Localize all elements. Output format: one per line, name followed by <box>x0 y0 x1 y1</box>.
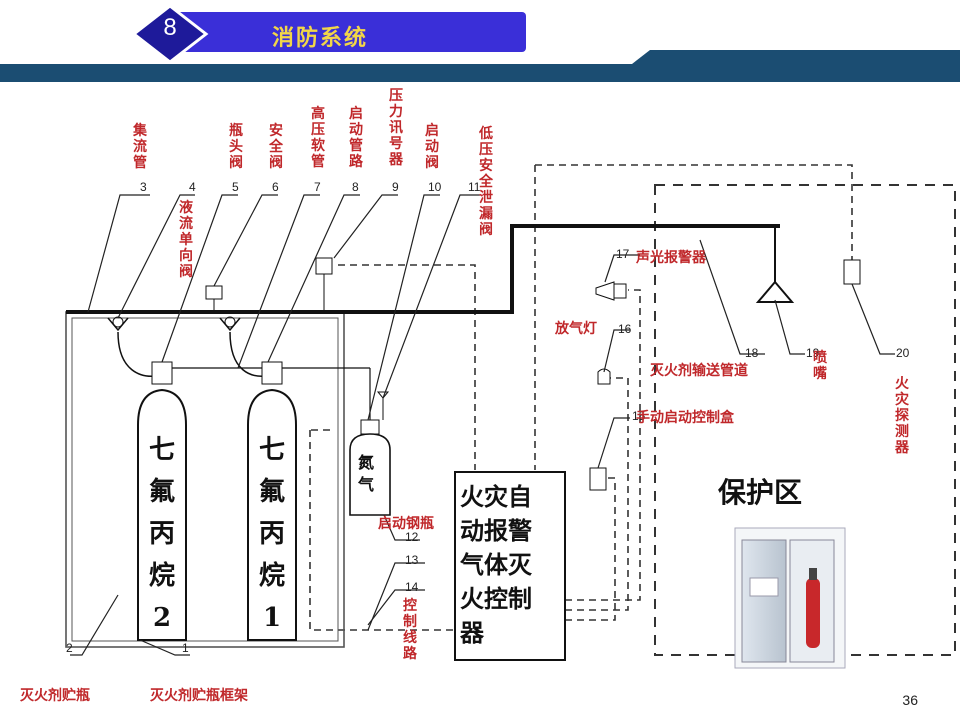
alarm-wiring-3 <box>565 477 616 621</box>
section-diamond <box>131 4 209 64</box>
agent-bottle-1 <box>247 361 297 641</box>
audible-visual-alarm <box>595 281 615 301</box>
callout-num-3: 3 <box>140 180 147 194</box>
pressure-switch <box>315 257 333 275</box>
label-high-pressure-hose: 高压软管 <box>311 105 326 170</box>
label-nozzle: 喷嘴 <box>813 349 827 382</box>
alarm-wiring-1 <box>565 289 641 601</box>
callout-num-12: 12 <box>405 530 419 544</box>
label-alarm: 声光报警器 <box>635 249 707 266</box>
callout-num-17: 17 <box>616 247 630 261</box>
label-start-valve: 启动阀 <box>425 122 439 171</box>
label-safety-valve: 安全阀 <box>268 122 284 171</box>
leader-lines <box>70 194 895 656</box>
callout-num-11: 11 <box>468 180 481 194</box>
label-pressure-switch: 压力讯号器 <box>388 88 404 168</box>
section-number: 8 <box>163 14 177 41</box>
label-discharge-lamp: 放气灯 <box>554 320 597 337</box>
label-start-cylinder: 启动钢瓶 <box>378 515 434 532</box>
label-start-pipe: 启动管路 <box>349 105 364 170</box>
callout-num-19: 19 <box>806 346 820 360</box>
start-cylinder-text-2: 气 <box>357 475 374 494</box>
label-delivery-pipe: 灭火剂输送管道 <box>649 362 748 379</box>
callout-num-4: 4 <box>189 180 196 194</box>
protection-zone-border <box>654 184 956 656</box>
start-cylinder <box>349 419 391 516</box>
controller-line-5: 器 <box>459 619 485 647</box>
fire-detector <box>843 259 861 285</box>
page-number: 36 <box>902 692 918 708</box>
cabinet-photo <box>734 527 846 669</box>
header-blue-stripe <box>0 50 960 82</box>
callout-num-2: 2 <box>66 641 73 655</box>
fire-controller <box>454 471 566 661</box>
header-band <box>0 4 960 82</box>
discharge-lamp <box>597 368 611 385</box>
callout-num-5: 5 <box>232 180 239 194</box>
controller-line-2: 动报警 <box>460 517 532 545</box>
alarm-wiring-2 <box>565 377 629 611</box>
label-agent-bottle: 灭火剂贮瓶 <box>19 687 90 704</box>
callout-num-14: 14 <box>405 580 419 594</box>
label-check-valve: 液流单向阀 <box>179 199 194 280</box>
label-bottle-frame: 灭火剂贮瓶框架 <box>149 687 248 704</box>
callout-num-18: 18 <box>745 346 759 360</box>
label-leak-valve: 低压安全泄漏阀 <box>478 125 494 238</box>
pressure-signal-wiring <box>338 264 476 470</box>
label-fire-detector: 火灾探测器 <box>894 376 910 456</box>
agent-bottle-2 <box>137 361 187 641</box>
label-header-pipe: 集流管 <box>132 122 148 171</box>
callout-num-6: 6 <box>272 180 279 194</box>
controller-line-4: 火控制 <box>460 585 532 613</box>
label-manual-box: 手动启动控制盒 <box>636 409 735 426</box>
check-valve-1 <box>219 317 241 332</box>
detector-wiring <box>535 164 853 260</box>
check-valve-2 <box>107 317 129 332</box>
callout-num-8: 8 <box>352 180 359 194</box>
controller-line-3: 气体灭 <box>459 551 533 579</box>
manual-start-box <box>589 467 607 491</box>
callout-num-16: 16 <box>618 322 632 336</box>
safety-valve <box>205 285 223 300</box>
title-bar <box>176 12 526 52</box>
callout-num-7: 7 <box>314 180 321 194</box>
callout-num-9: 9 <box>392 180 399 194</box>
protection-zone-label: 保护区 <box>718 476 802 509</box>
agent-delivery-pipe <box>66 224 780 314</box>
callout-num-10: 10 <box>428 180 442 194</box>
callout-num-1: 1 <box>182 641 189 655</box>
label-bottle-valve: 瓶头阀 <box>229 122 243 171</box>
leak-valve <box>376 391 390 420</box>
bottle-frame <box>65 311 345 648</box>
slide-title: 消防系统 <box>272 26 369 51</box>
callout-num-15: 15 <box>632 409 646 423</box>
control-wiring <box>309 430 455 631</box>
label-control-line: 控制线路 <box>403 597 418 662</box>
callout-num-20: 20 <box>896 346 910 360</box>
controller-line-1: 火灾自 <box>460 483 532 511</box>
start-cylinder-text-1: 氮 <box>358 453 374 472</box>
callout-num-13: 13 <box>405 553 419 567</box>
nozzle <box>755 280 795 303</box>
